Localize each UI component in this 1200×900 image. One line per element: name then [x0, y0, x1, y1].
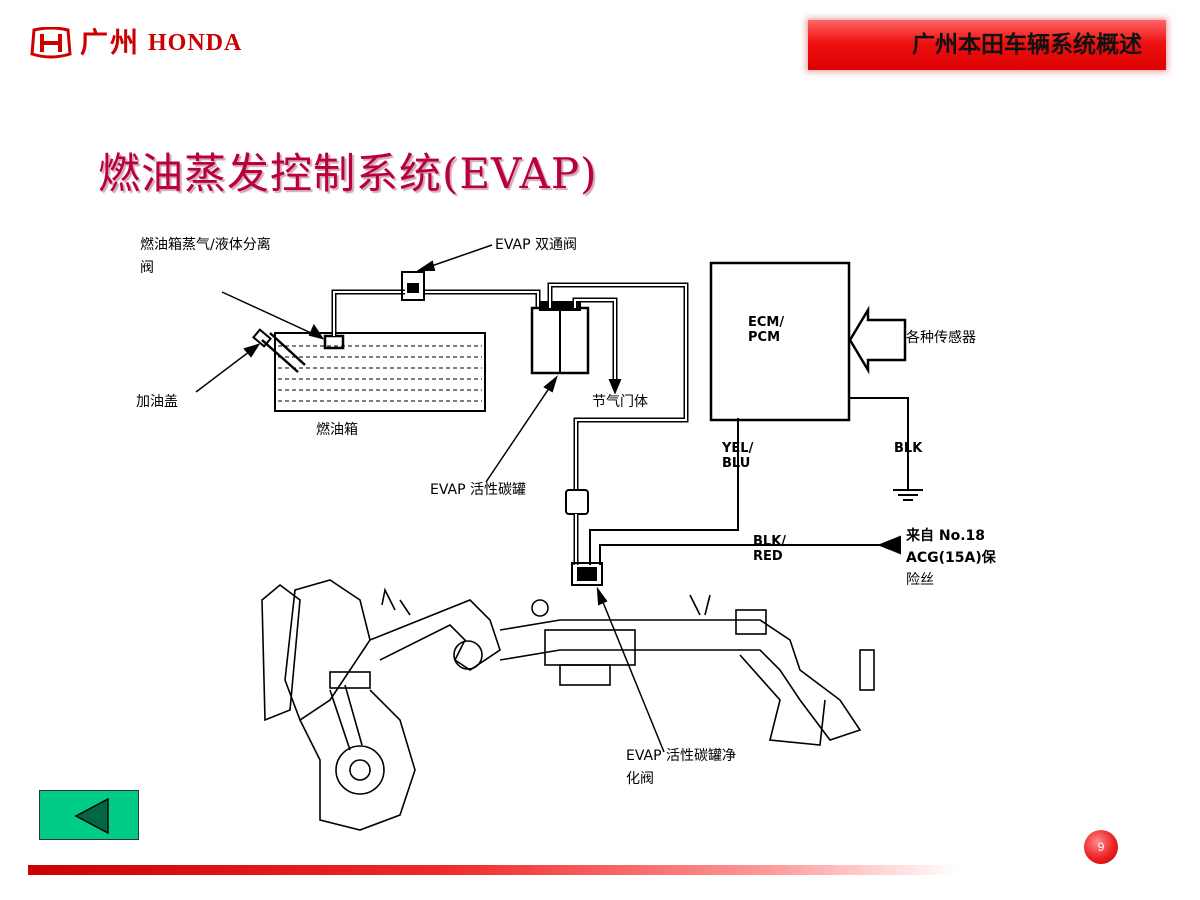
fuel-tank: [274, 332, 486, 412]
honda-logo: 广州 HONDA: [30, 26, 242, 60]
bottom-accent-bar: [28, 865, 958, 875]
label-fuel-cap: 加油盖: [136, 394, 178, 410]
back-button[interactable]: [39, 790, 139, 840]
label-vapor-separator-2: 阀: [140, 260, 154, 276]
label-sensors: 各种传感器: [906, 329, 976, 346]
label-blk-red-1: BLK/: [753, 534, 786, 549]
label-fuse-1: 来自 No.18: [905, 527, 985, 544]
label-yel: YEL/: [721, 441, 754, 456]
label-purge-valve-1: EVAP 活性碳罐净: [626, 748, 736, 764]
label-fuse-3: 险丝: [906, 572, 934, 588]
header-badge: 广州本田车辆系统概述: [808, 20, 1166, 70]
label-two-way-valve: EVAP 双通阀: [495, 237, 577, 253]
purge-filter: [565, 489, 589, 515]
yel-blu-wire: [589, 418, 739, 565]
label-blk: BLK: [894, 441, 923, 456]
vapor-line: [331, 289, 405, 336]
logo-brand: HONDA: [148, 30, 243, 56]
label-blu: BLU: [722, 456, 750, 471]
honda-h-icon: [30, 27, 72, 59]
purge-valve: [571, 562, 603, 586]
engine-drawing: [261, 579, 875, 831]
slide-title: 燃油蒸发控制系统(EVAP): [98, 149, 598, 198]
label-ecm: ECM/: [748, 315, 784, 330]
label-vapor-separator-1: 燃油箱蒸气/液体分离: [140, 236, 271, 253]
two-way-valve: [401, 271, 425, 301]
header-badge-title: 广州本田车辆系统概述: [912, 32, 1142, 58]
blk-ground-wire: [849, 397, 909, 490]
label-purge-valve-2: 化阀: [626, 771, 654, 787]
filler-neck: [261, 332, 306, 373]
label-canister: EVAP 活性碳罐: [430, 482, 526, 498]
leader-canister: [485, 377, 557, 483]
page-number: 9: [1084, 830, 1118, 864]
back-arrow-icon: [74, 797, 109, 835]
logo-chinese: 广州: [80, 26, 141, 59]
label-fuse-2: ACG(15A)保: [906, 549, 997, 566]
label-pcm: PCM: [748, 330, 780, 345]
label-throttle-body: 节气门体: [592, 394, 648, 410]
leader-separator: [221, 291, 323, 339]
blk-red-wire: [599, 544, 880, 565]
ecm-pcm-box: [709, 261, 851, 422]
fuse-arrow: [877, 535, 901, 555]
label-fuel-tank: 燃油箱: [316, 421, 358, 438]
label-blk-red-2: RED: [753, 549, 783, 564]
sensors-arrow: [848, 305, 907, 375]
leader-purge-valve: [597, 589, 665, 753]
